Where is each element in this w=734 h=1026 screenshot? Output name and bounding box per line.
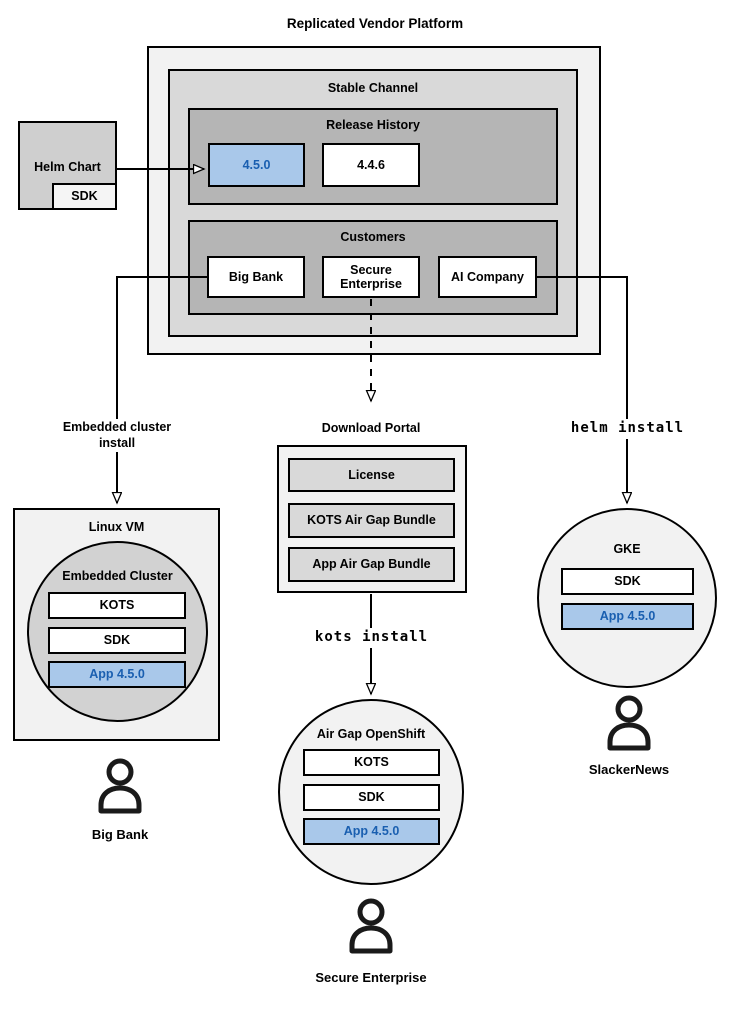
big-bank-person-label: Big Bank bbox=[91, 827, 149, 842]
secure-enterprise-person-icon bbox=[344, 897, 398, 962]
release-446-node: 4.4.6 bbox=[322, 143, 420, 187]
helm-chart-label: Helm Chart bbox=[34, 160, 101, 174]
embedded-cluster-title: Embedded Cluster bbox=[62, 569, 173, 583]
vm-sdk-node: SDK bbox=[48, 627, 186, 654]
big-bank-person-icon bbox=[93, 757, 147, 822]
download-portal-title: Download Portal bbox=[321, 421, 421, 435]
secure-enterprise-person-label: Secure Enterprise bbox=[315, 970, 427, 985]
customers-title: Customers bbox=[340, 230, 406, 244]
portal-kots-bundle-node: KOTS Air Gap Bundle bbox=[288, 503, 455, 538]
gke-title: GKE bbox=[613, 542, 641, 556]
helm-sdk-node: SDK bbox=[52, 183, 117, 210]
release-450-node: 4.5.0 bbox=[208, 143, 305, 187]
customer-secure-enterprise-node: Secure Enterprise bbox=[322, 256, 420, 298]
embedded-install-edge-label: Embedded cluster install bbox=[57, 419, 177, 453]
gke-app-node: App 4.5.0 bbox=[561, 603, 694, 630]
portal-app-bundle-node: App Air Gap Bundle bbox=[288, 547, 455, 582]
release-history-title: Release History bbox=[326, 118, 420, 132]
vm-app-node: App 4.5.0 bbox=[48, 661, 186, 688]
linux-vm-title: Linux VM bbox=[88, 520, 145, 534]
portal-license-node: License bbox=[288, 458, 455, 492]
gke-sdk-node: SDK bbox=[561, 568, 694, 595]
openshift-kots-node: KOTS bbox=[303, 749, 440, 776]
helm-install-edge-label: helm install bbox=[557, 419, 698, 439]
customer-ai-company-node: AI Company bbox=[438, 256, 537, 298]
vm-kots-node: KOTS bbox=[48, 592, 186, 619]
diagram-title: Replicated Vendor Platform bbox=[286, 16, 464, 31]
openshift-title: Air Gap OpenShift bbox=[316, 727, 426, 741]
openshift-sdk-node: SDK bbox=[303, 784, 440, 811]
slackernews-person-icon bbox=[602, 694, 656, 759]
kots-install-edge-label: kots install bbox=[301, 628, 442, 648]
gke-circle: GKE bbox=[537, 508, 717, 688]
customer-big-bank-node: Big Bank bbox=[207, 256, 305, 298]
openshift-app-node: App 4.5.0 bbox=[303, 818, 440, 845]
stable-channel-title: Stable Channel bbox=[327, 81, 419, 95]
slackernews-person-label: SlackerNews bbox=[588, 762, 670, 777]
